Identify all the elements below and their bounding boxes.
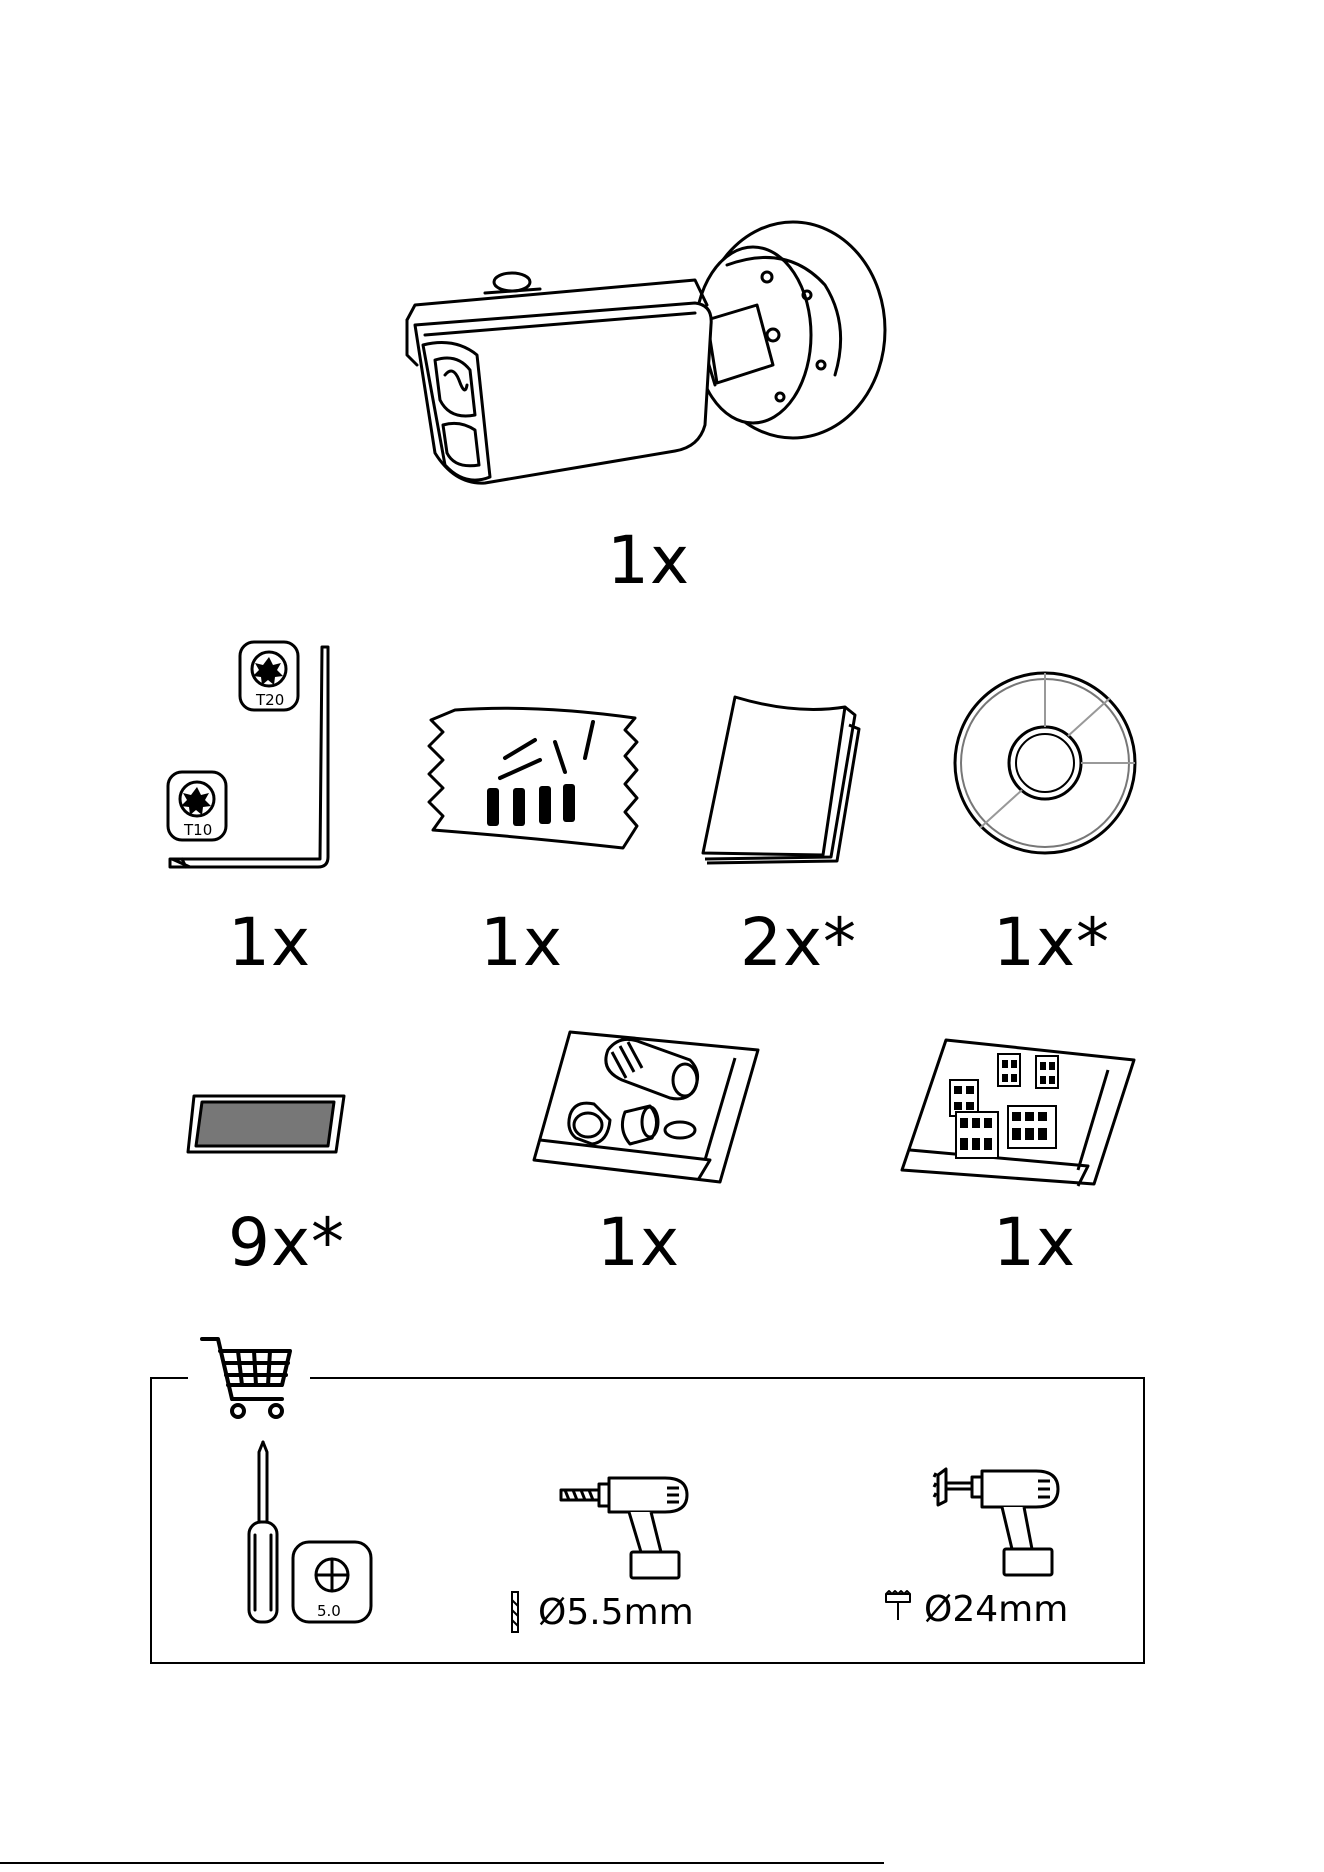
screwdriver-bit-label: 5.0 <box>317 1602 341 1620</box>
torx-l-key-icon: T20 T10 <box>160 637 340 872</box>
disc-quantity: 1x* <box>993 910 1110 976</box>
drill-size-label: Ø5.5mm <box>538 1595 694 1631</box>
booklet-quantity: 2x* <box>740 910 857 976</box>
hole-saw-drill-icon <box>932 1465 1067 1580</box>
bullet-camera-icon <box>395 225 910 550</box>
desiccant-quantity: 9x* <box>228 1210 345 1276</box>
hole-saw-icon <box>884 1590 912 1622</box>
cable-gland-bag-quantity: 1x <box>597 1210 680 1276</box>
drill-icon <box>555 1470 695 1582</box>
screw-bag-quantity: 1x <box>480 910 563 976</box>
torx-t10-label: T10 <box>183 821 212 839</box>
camera-quantity: 1x <box>607 528 690 594</box>
disc-icon <box>950 668 1140 858</box>
screw-anchor-bag-icon <box>425 700 653 860</box>
terminal-block-bag-quantity: 1x <box>993 1210 1076 1276</box>
drill-bit-icon <box>510 1590 520 1634</box>
hole-saw-size-label: Ø24mm <box>924 1592 1068 1628</box>
shopping-cart-icon <box>198 1333 298 1423</box>
booklet-icon <box>695 685 875 865</box>
terminal-block-bag-icon <box>898 1030 1138 1192</box>
torx-key-quantity: 1x <box>228 910 311 976</box>
screwdriver-icon: 5.0 <box>243 1440 378 1625</box>
torx-t20-label: T20 <box>255 691 284 709</box>
bottom-rule <box>0 1862 884 1864</box>
cable-gland-bag-icon <box>530 1020 765 1190</box>
desiccant-strip-icon <box>184 1090 354 1160</box>
